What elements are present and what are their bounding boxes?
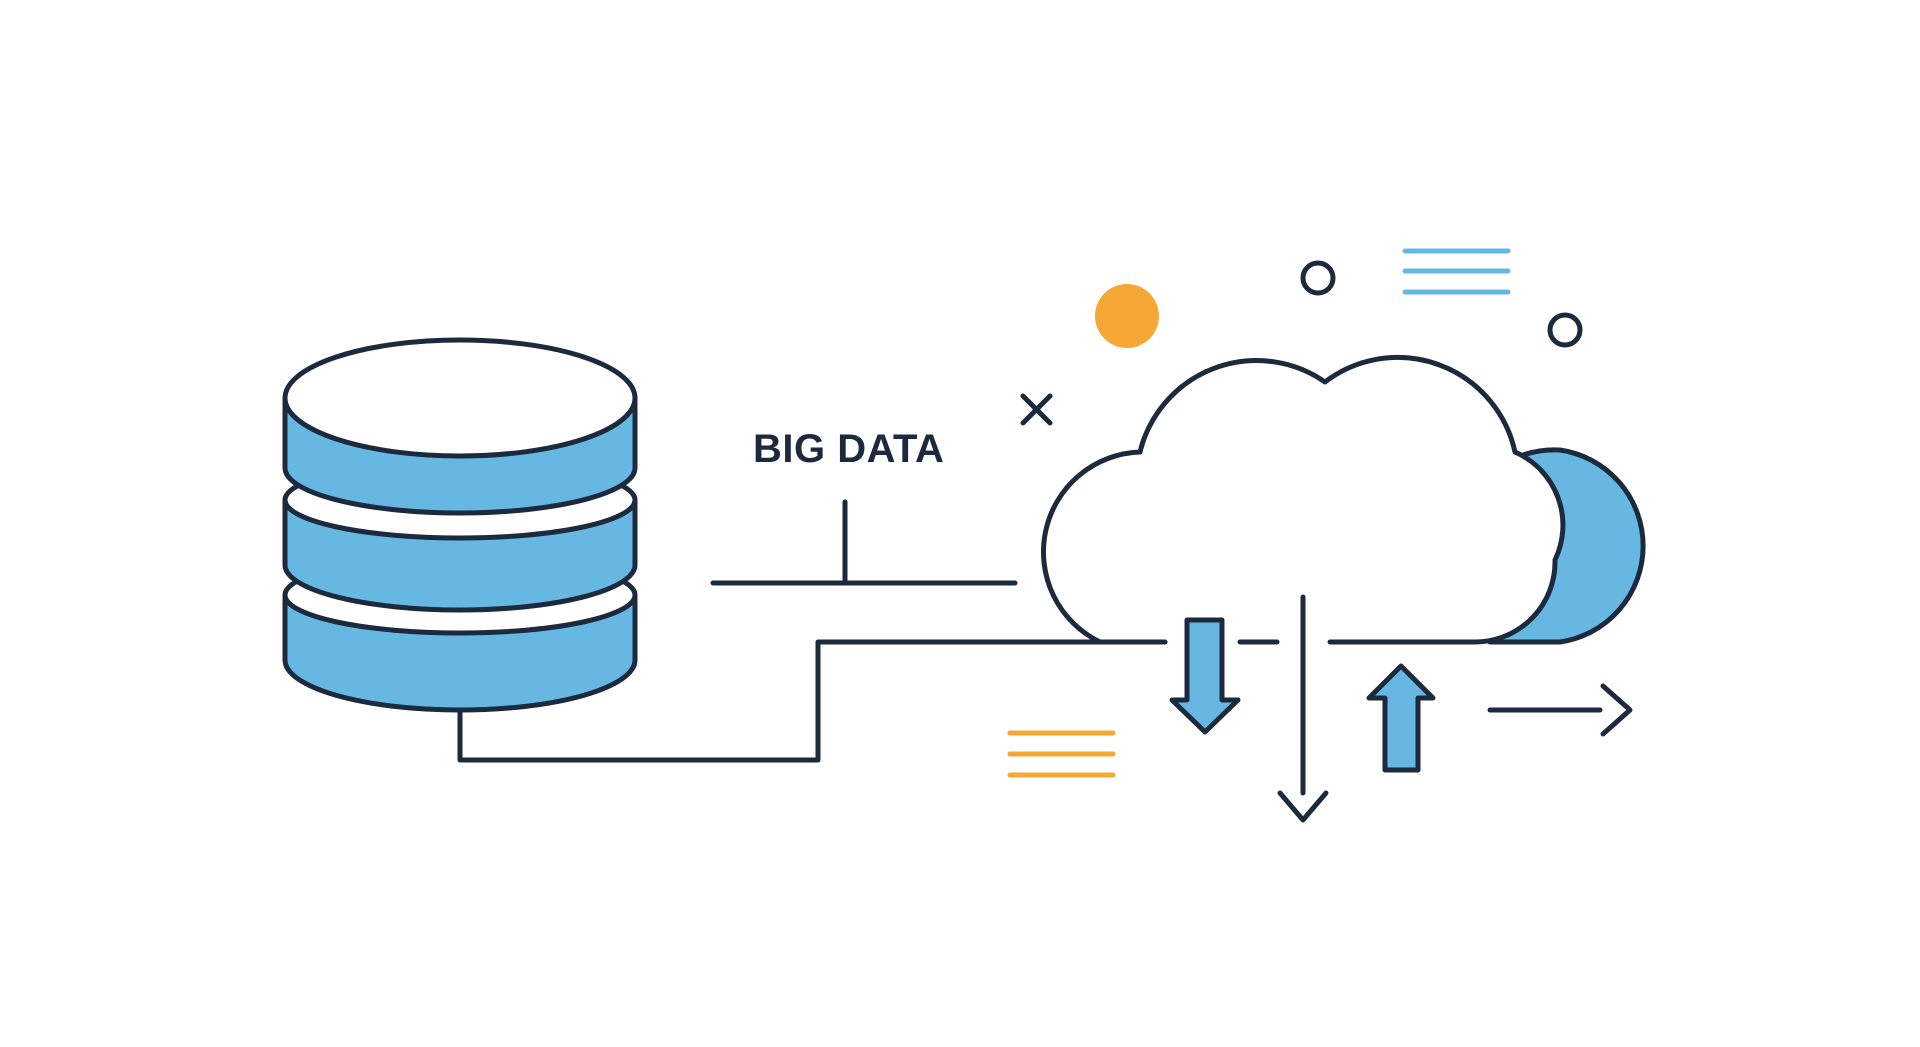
lines-icon [1007,730,1116,778]
lines-icon [1402,248,1511,295]
database-top-disc-top [282,337,638,459]
close-icon [1020,393,1053,426]
right-arrow-icon [1487,683,1633,737]
upload-arrow-icon [1366,663,1436,773]
circle-icon [1300,260,1336,296]
cloud-icon [1041,354,1566,645]
download-arrow-icon [1169,617,1241,735]
connector-line [457,639,1168,763]
down-arrow-icon [1277,594,1329,823]
label-line [710,499,1018,586]
circle-icon [1547,312,1583,348]
big-data-label: BIG DATA [753,427,944,471]
orange-dot-icon [1095,284,1159,348]
database-icon [282,337,638,713]
